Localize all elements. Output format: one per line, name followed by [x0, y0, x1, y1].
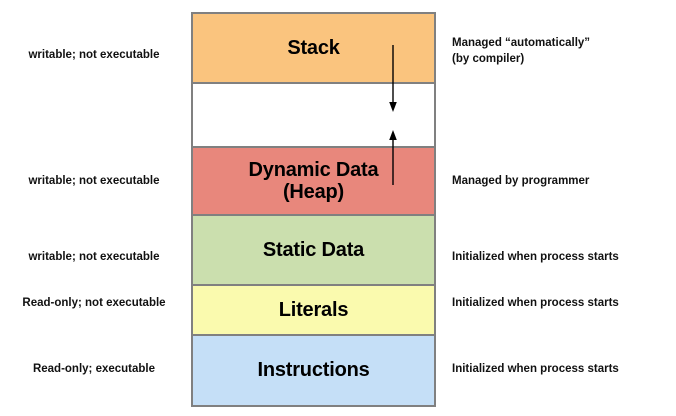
memory-segment-instructions: Instructions [193, 336, 434, 405]
left-annotation-literals: Read-only; not executable [22, 297, 166, 309]
left-annotation-static-data: writable; not executable [28, 251, 160, 263]
memory-column: Stack Dynamic Data (Heap) Static Data Li… [191, 12, 436, 407]
right-annotation-stack: Managed “automatically” (by compiler) [452, 37, 591, 65]
right-annotation-static-data: Initialized when process starts [452, 251, 619, 263]
memory-segment-stack: Stack [193, 14, 434, 84]
right-annotation-literals: Initialized when process starts [452, 297, 619, 309]
right-annotation-heap: Managed by programmer [452, 175, 590, 187]
right-annotation-instructions: Initialized when process starts [452, 363, 619, 375]
memory-segment-free-gap [193, 84, 434, 148]
left-annotation-heap: writable; not executable [28, 175, 160, 187]
memory-segment-dynamic-data-heap: Dynamic Data (Heap) [193, 148, 434, 216]
memory-segment-static-data: Static Data [193, 216, 434, 286]
left-annotation-stack: writable; not executable [28, 49, 160, 61]
left-annotation-instructions: Read-only; executable [32, 363, 156, 375]
memory-segment-literals: Literals [193, 286, 434, 336]
